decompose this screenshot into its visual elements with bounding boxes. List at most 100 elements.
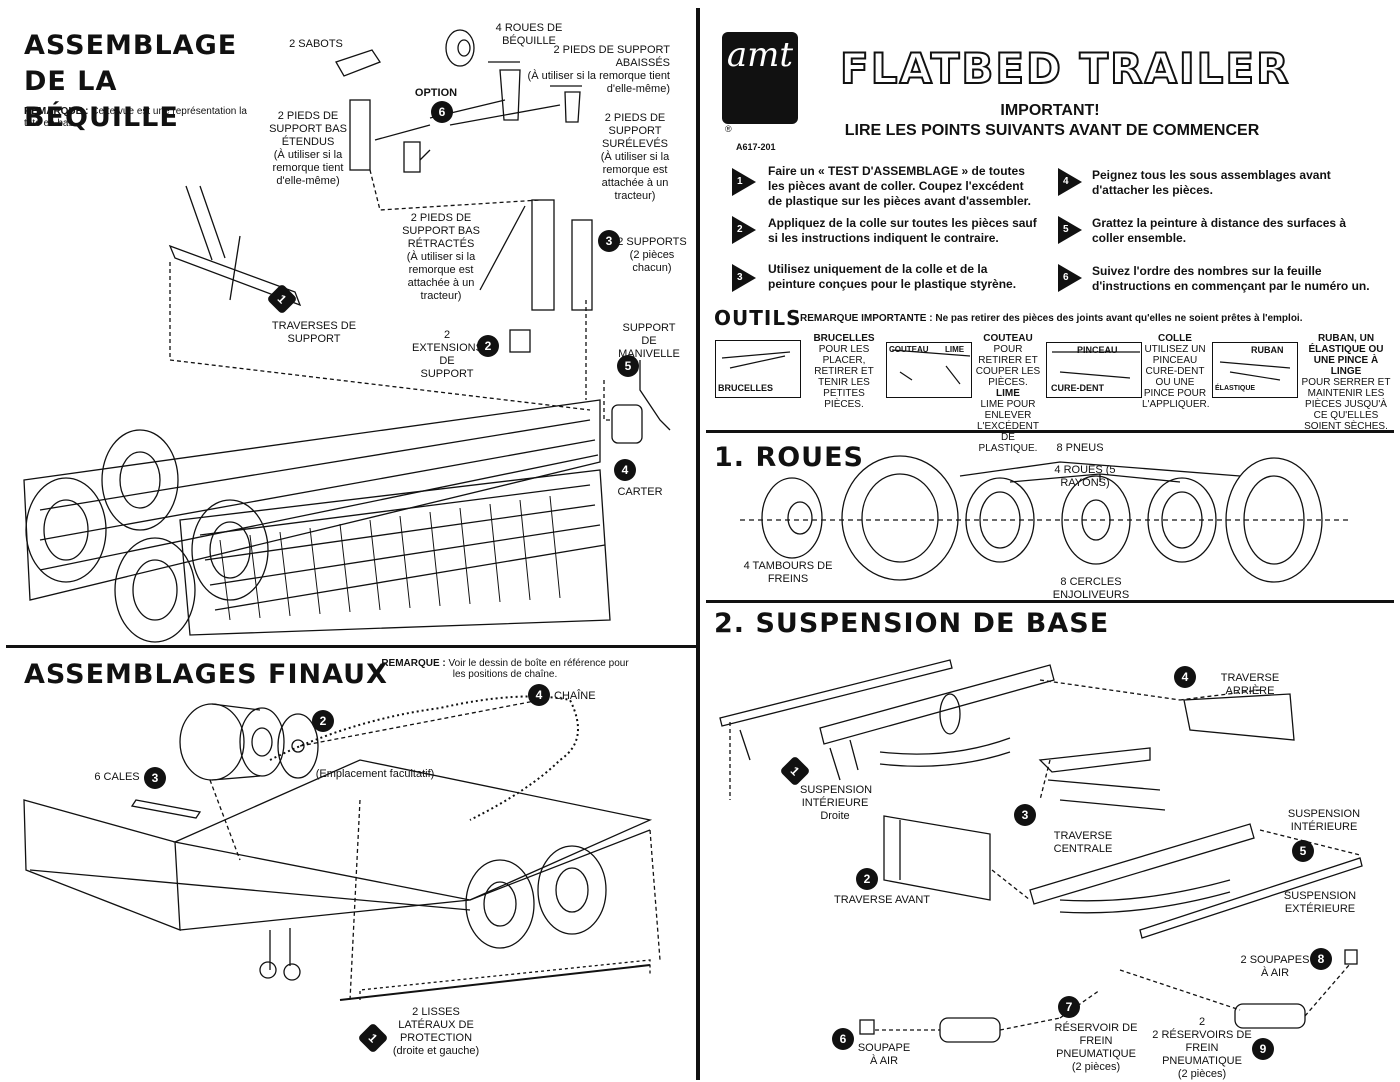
badge-3: 3 bbox=[598, 230, 620, 252]
amt-logo: amt bbox=[722, 32, 798, 124]
label-pieds-etendus: 2 PIEDS DE SUPPORT BAS ÉTENDUS (À utilis… bbox=[269, 110, 347, 187]
label-cercles: 8 CERCLES ENJOLIVEURS bbox=[1052, 576, 1130, 601]
section-title-bequille: ASSEMBLAGE DE LA BÉQUILLE bbox=[24, 30, 238, 133]
label-susp-int: SUSPENSION INTÉRIEURE bbox=[1287, 808, 1361, 833]
step-2-arrow: 2 bbox=[732, 216, 756, 244]
step-1-arrow: 1 bbox=[732, 168, 756, 196]
finaux-remark: REMARQUE : Voir le dessin de boîte en ré… bbox=[380, 658, 630, 680]
remark-label: REMARQUE : bbox=[381, 658, 446, 669]
badge-2-cylindre: 2 bbox=[312, 710, 334, 732]
bequille-remark: REMARQUE : Cette vue est une représentat… bbox=[24, 106, 254, 130]
label-traverse-avant: TRAVERSE AVANT bbox=[834, 894, 930, 906]
label-soupapes: 2 SOUPAPES À AIR bbox=[1240, 954, 1310, 979]
label-susp-ext: SUSPENSION EXTÉRIEURE bbox=[1283, 890, 1357, 915]
label-pieds-abaisses: 2 PIEDS DE SUPPORT ABAISSÉS (À utiliser … bbox=[527, 44, 670, 95]
label-emplacement: (Emplacement facultatif) bbox=[315, 768, 435, 780]
label-traverse-arriere: TRAVERSE ARRIÈRE bbox=[1220, 672, 1280, 697]
badge-3-cales: 3 bbox=[144, 767, 166, 789]
brucelles-img-label: BRUCELLES bbox=[718, 383, 774, 393]
label-cales: 6 CALES bbox=[94, 771, 140, 783]
final-assembly-drawing bbox=[23, 695, 661, 1001]
vertical-divider bbox=[696, 8, 700, 1080]
tool-ruban: RUBAN, UN ÉLASTIQUE OU UNE PINCE À LINGE… bbox=[1301, 333, 1391, 432]
label-lisses: 2 LISSES LATÉRAUX DE PROTECTION (droite … bbox=[392, 1006, 480, 1057]
tools-note: REMARQUE IMPORTANTE : Ne pas retirer des… bbox=[800, 313, 1303, 324]
logo-text: amt bbox=[726, 35, 794, 75]
section-title-finaux: ASSEMBLAGES FINAUX bbox=[24, 659, 388, 690]
header-subtitle: LIRE LES POINTS SUIVANTS AVANT DE COMMEN… bbox=[844, 122, 1260, 139]
badge-6-soupape: 6 bbox=[832, 1028, 854, 1050]
badge-2: 2 bbox=[477, 335, 499, 357]
remark-label: REMARQUE : bbox=[24, 106, 89, 117]
badge-6: 6 bbox=[431, 101, 453, 123]
badge-4-chaine: 4 bbox=[528, 684, 550, 706]
step-4-arrow: 4 bbox=[1058, 168, 1082, 196]
label-extensions: 2 EXTENSIONS DE SUPPORT bbox=[412, 329, 483, 380]
label-reservoir: RÉSERVOIR DE FREIN PNEUMATIQUE (2 pièces… bbox=[1054, 1022, 1138, 1073]
elastique-img-label: ÉLASTIQUE bbox=[1215, 385, 1256, 392]
ruban-box: RUBAN ÉLASTIQUE bbox=[1212, 342, 1298, 398]
couteau-img-label: COUTEAU bbox=[889, 345, 929, 354]
label-pieds-retractes: 2 PIEDS DE SUPPORT BAS RÉTRACTÉS (À util… bbox=[402, 212, 480, 302]
tool-colle: COLLE UTILISEZ UN PINCEAU CURE-DENT OU U… bbox=[1142, 333, 1210, 410]
label-susp-int-droite: SUSPENSION INTÉRIEURE Droite bbox=[800, 784, 873, 822]
badge-2-traverse-avant: 2 bbox=[856, 868, 878, 890]
couteau-lime-box: COUTEAU LIME bbox=[886, 342, 972, 398]
step-4-text: Peignez tous les sous assemblages avant … bbox=[1092, 168, 1331, 197]
step-1-text: Faire un « TEST D'ASSEMBLAGE » de toutes… bbox=[768, 164, 1031, 208]
roues-drawing bbox=[740, 455, 1350, 583]
badge-3-traverse-centrale: 3 bbox=[1014, 804, 1036, 826]
right-divider-1 bbox=[706, 430, 1394, 433]
tool-sketches bbox=[721, 349, 1291, 385]
badge-4: 4 bbox=[614, 459, 636, 481]
label-roues-bequille: 4 ROUES DE BÉQUILLE bbox=[495, 22, 563, 47]
step-2-text: Appliquez de la colle sur toutes les piè… bbox=[768, 216, 1037, 245]
label-supports: 2 SUPPORTS (2 pièces chacun) bbox=[617, 236, 687, 274]
pinceau-box: PINCEAU CURE-DENT bbox=[1046, 342, 1142, 398]
step-6-arrow: 6 bbox=[1058, 264, 1082, 292]
pinceau-img-label: PINCEAU bbox=[1077, 345, 1118, 355]
badge-4-traverse-arriere: 4 bbox=[1174, 666, 1196, 688]
logo-registered: ® bbox=[725, 124, 732, 134]
tool-couteau-lime: COUTEAU POUR RETIRER ET COUPER LES PIÈCE… bbox=[975, 333, 1041, 454]
important: IMPORTANT! bbox=[1000, 102, 1100, 119]
label-sabots: 2 SABOTS bbox=[289, 38, 343, 50]
remark-text: Voir le dessin de boîte en référence pou… bbox=[448, 658, 629, 680]
tools-title: OUTILS bbox=[714, 306, 802, 330]
left-horizontal-divider bbox=[6, 645, 698, 648]
ruban-img-label: RUBAN bbox=[1251, 345, 1284, 355]
badge-7-reservoir: 7 bbox=[1058, 996, 1080, 1018]
step-6-text: Suivez l'ordre des nombres sur la feuill… bbox=[1092, 264, 1370, 293]
label-soupape: SOUPAPE À AIR bbox=[857, 1042, 911, 1067]
right-divider-2 bbox=[706, 600, 1394, 603]
label-tambours: 4 TAMBOURS DE FREINS bbox=[743, 560, 833, 585]
step-3-text: Utilisez uniquement de la colle et de la… bbox=[768, 262, 1017, 291]
label-roues: 4 ROUES (5 RAYONS) bbox=[1054, 464, 1116, 489]
label-carter: CARTER bbox=[617, 486, 663, 498]
step-5-text: Grattez la peinture à distance des surfa… bbox=[1092, 216, 1347, 245]
tool-brucelles: BRUCELLES POUR LES PLACER, RETIRER ET TE… bbox=[813, 333, 875, 410]
badge-5: 5 bbox=[617, 355, 639, 377]
badge-5-susp-ext: 5 bbox=[1292, 840, 1314, 862]
brucelles-box: BRUCELLES bbox=[715, 340, 801, 398]
label-pneus: 8 PNEUS bbox=[1050, 442, 1110, 455]
label-traverse-centrale: TRAVERSE CENTRALE bbox=[1053, 830, 1113, 855]
lime-img-label: LIME bbox=[945, 345, 965, 354]
remark-text: Cette vue est une représentation la tête… bbox=[24, 106, 247, 129]
badge-9-reservoirs: 9 bbox=[1252, 1038, 1274, 1060]
curedent-img-label: CURE-DENT bbox=[1051, 383, 1104, 393]
label-traverses: TRAVERSES DE SUPPORT bbox=[271, 320, 357, 345]
badge-8-soupapes: 8 bbox=[1310, 948, 1332, 970]
section-title-roues: 1. ROUES bbox=[714, 442, 865, 473]
label-reservoirs: 2 2 RÉSERVOIRS DE FREIN PNEUMATIQUE (2 p… bbox=[1152, 1016, 1252, 1080]
step-3-arrow: 3 bbox=[732, 264, 756, 292]
label-pieds-sureleves: 2 PIEDS DE SUPPORT SURÉLEVÉS (À utiliser… bbox=[600, 112, 670, 202]
bequille-frame-drawing bbox=[23, 29, 671, 643]
label-chaine: CHAÎNE bbox=[554, 690, 596, 702]
product-code: A617-201 bbox=[736, 142, 776, 152]
label-option: OPTION bbox=[414, 87, 458, 99]
product-title: FLATBED TRAILER bbox=[839, 43, 1291, 94]
step-5-arrow: 5 bbox=[1058, 216, 1082, 244]
section-title-suspension: 2. SUSPENSION DE BASE bbox=[714, 608, 1110, 639]
